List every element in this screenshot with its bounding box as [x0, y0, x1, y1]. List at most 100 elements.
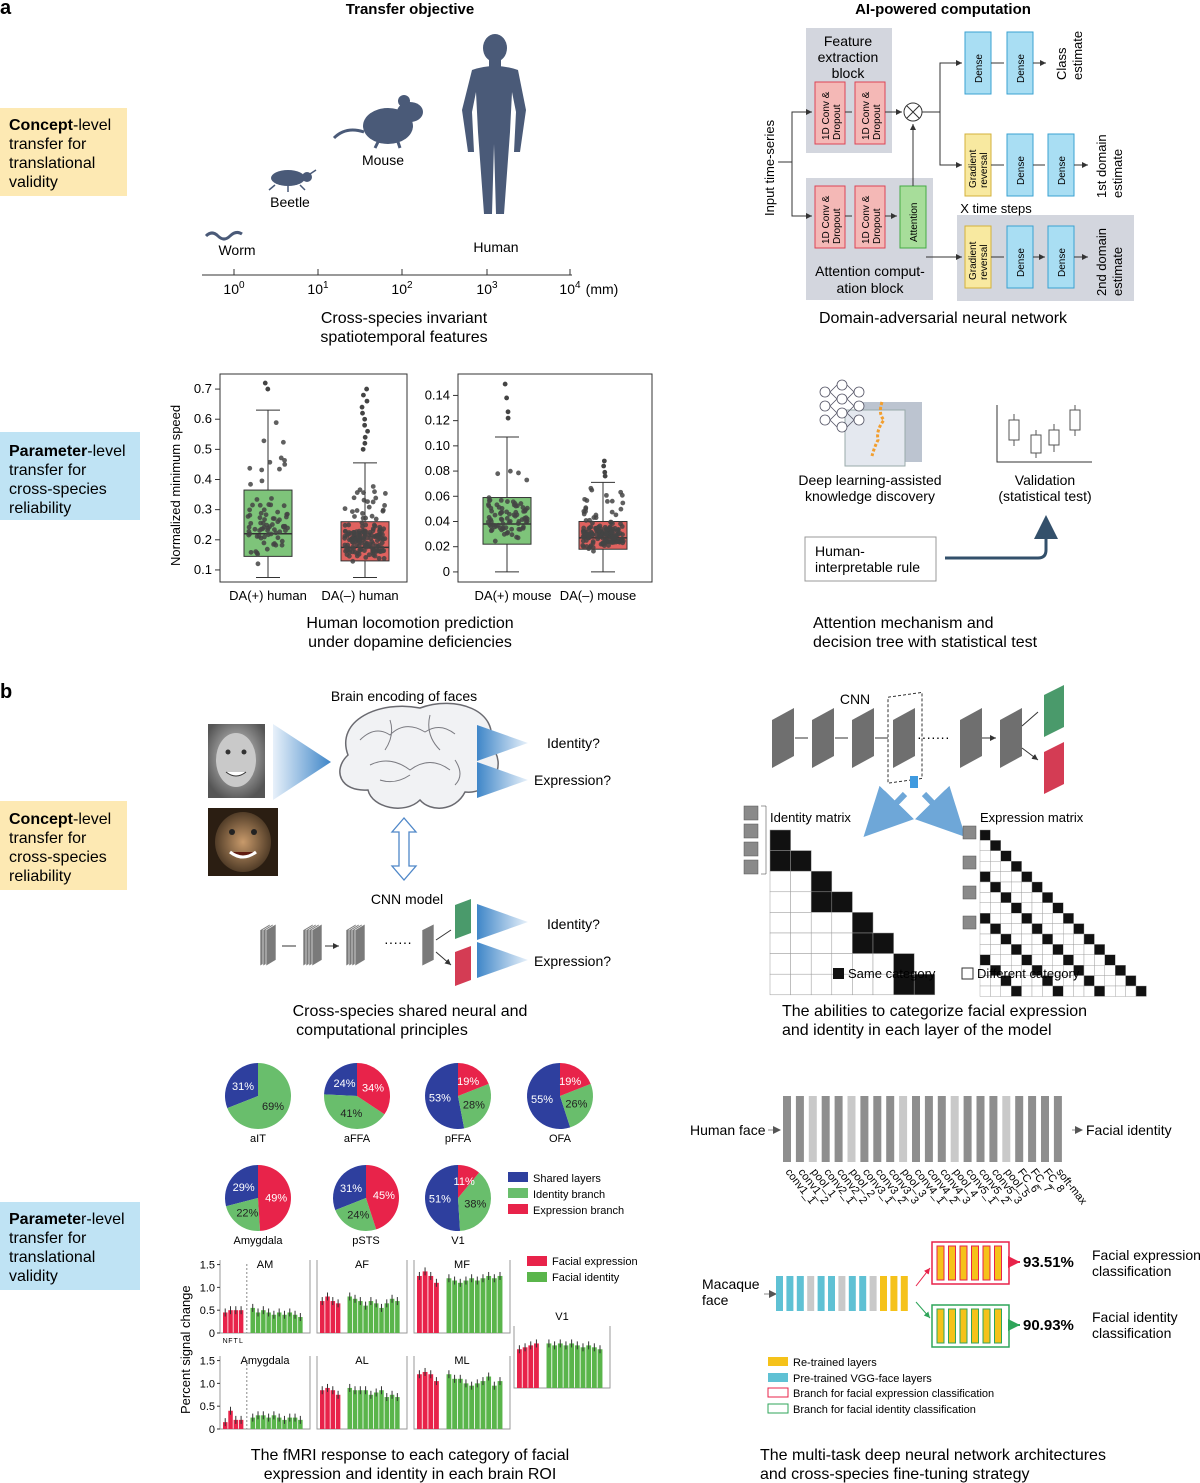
vgg-layer-FC_6 [1015, 1096, 1024, 1162]
data-point [257, 515, 263, 521]
expression-cell [1052, 985, 1064, 997]
expression-bar [233, 1419, 239, 1429]
y-tick-label: 0.3 [194, 502, 212, 517]
expression-matrix-label: Expression matrix [980, 810, 1084, 825]
legend-expr-branch-swatch [767, 1387, 789, 1398]
pretrained-layer [859, 1276, 867, 1311]
outlier-point [359, 404, 365, 410]
expression-cell [1000, 985, 1012, 997]
expression-cell [990, 881, 1002, 893]
identity-bar [586, 1345, 592, 1388]
identity-bar [298, 1317, 303, 1333]
data-point [515, 535, 521, 541]
cnn-big-diagram: ······· [772, 685, 1064, 837]
identity-bar [347, 1387, 353, 1429]
vgg-layer-soft-max [1053, 1096, 1062, 1162]
identity-cell [831, 932, 853, 954]
identity-bar [271, 1314, 277, 1333]
identity-bar [591, 1347, 597, 1388]
data-point [259, 478, 265, 484]
expression-cell [1083, 985, 1095, 997]
identity-bar [266, 1417, 271, 1429]
pretrained-layer [776, 1276, 783, 1311]
data-point [609, 509, 615, 515]
identity-cell [790, 932, 812, 954]
expr-branch-layer [971, 1245, 979, 1281]
fmri-legend-identity-swatch [527, 1272, 547, 1282]
identity-cell [913, 973, 936, 996]
data-point [608, 519, 614, 525]
svg-text:1D Conv &Dropout: 1D Conv &Dropout [861, 195, 883, 244]
data-point [258, 535, 264, 541]
expression-cell [1011, 881, 1022, 893]
expression-cell [1114, 985, 1126, 997]
parameter-box-b [0, 1202, 140, 1290]
pie-percent-label: 26% [565, 1099, 587, 1111]
expression-cell [1094, 975, 1106, 987]
identity-bar [282, 1314, 287, 1333]
pie-percent-label: 22% [236, 1208, 258, 1220]
expression-cell [1021, 933, 1033, 945]
pie-slice [335, 1198, 377, 1231]
expression-cell [1073, 923, 1085, 935]
expr-branch-layer [959, 1245, 968, 1281]
expression-cell [1042, 892, 1054, 904]
identity-cell [790, 973, 812, 996]
id-branch-layer [959, 1308, 968, 1344]
pie-percent-label: 55% [531, 1094, 553, 1106]
expression-cell [1135, 985, 1147, 997]
data-point [279, 542, 285, 548]
outlier-point [602, 473, 608, 479]
same-category-swatch [833, 968, 844, 979]
expression-cell [1021, 913, 1033, 924]
identity-cell [831, 891, 853, 913]
expression-cell [1000, 871, 1012, 883]
data-point [254, 534, 260, 539]
pie-percent-label: 51% [429, 1194, 451, 1206]
header-transfer-objective: Transfer objective [346, 1, 474, 18]
data-point [615, 527, 621, 533]
outlier-point [360, 446, 366, 452]
expression-cell [1000, 881, 1012, 893]
identity-bar [384, 1397, 390, 1429]
y-tick-label: 0.14 [425, 387, 450, 402]
pretrained-layer [838, 1276, 846, 1311]
pie-percent-label: 24% [347, 1209, 369, 1221]
svg-text:Dense: Dense [1016, 54, 1027, 83]
expression-cell [1000, 913, 1012, 924]
data-point [488, 519, 494, 524]
data-point [618, 506, 624, 512]
vgg-layer-pool_3 [899, 1096, 908, 1162]
expression-cell [1011, 871, 1022, 883]
pie-percent-label: 38% [464, 1199, 486, 1211]
fmri-ylabel: Percent signal change [178, 1285, 193, 1414]
pie-slice [366, 1165, 400, 1230]
expression-cell [979, 861, 991, 872]
box-plot-frame-mouse [457, 373, 653, 583]
data-point [248, 481, 253, 487]
identity-bar [446, 1278, 452, 1333]
rule-label-1: Human- [815, 543, 865, 559]
identity-bar [497, 1381, 503, 1429]
data-point [604, 498, 610, 504]
legend-pretrained-swatch [768, 1373, 788, 1382]
shared-caption-2: computational principles [296, 1022, 468, 1039]
data-point [604, 492, 609, 498]
expression-bar [228, 1410, 233, 1429]
data-point [343, 544, 349, 550]
rule-to-validation-arrow [945, 515, 1058, 560]
multi-task-network [776, 1241, 1020, 1348]
data-point [272, 541, 277, 546]
worm-label: Worm [218, 242, 255, 258]
expression-cell [1052, 954, 1064, 966]
svg-text:1D Conv &Dropout: 1D Conv &Dropout [821, 91, 843, 140]
data-point [357, 548, 363, 553]
data-point [583, 505, 589, 511]
y-tick-label: 0.1 [194, 562, 212, 577]
expression-cell [1125, 985, 1137, 997]
identity-bar [557, 1343, 563, 1388]
legend-expression-swatch [508, 1204, 528, 1214]
identity-bar [480, 1278, 486, 1333]
data-point [262, 517, 267, 522]
monkey-face-image [208, 808, 278, 876]
